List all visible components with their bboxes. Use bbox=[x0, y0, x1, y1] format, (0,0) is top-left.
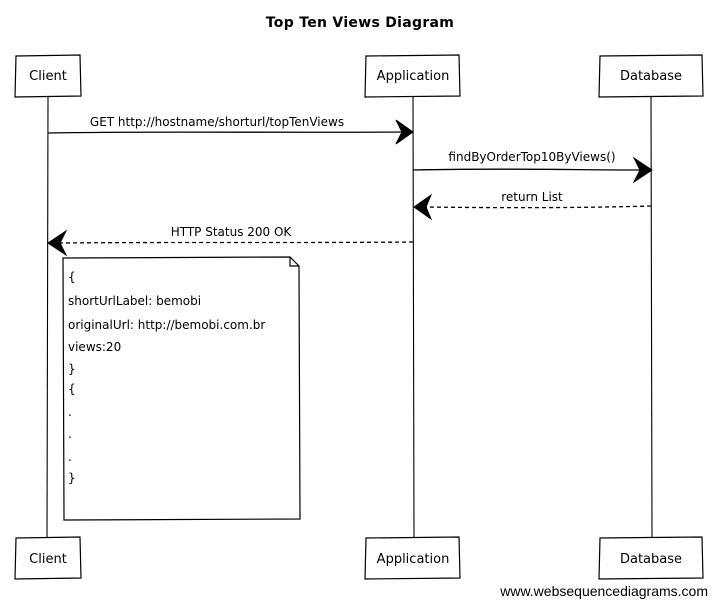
note-line: originalUrl: http://bemobi.com.br bbox=[68, 318, 265, 332]
note-line: } bbox=[68, 471, 76, 485]
client-lifeline bbox=[46, 95, 49, 539]
diagram-title: Top Ten Views Diagram bbox=[266, 15, 454, 31]
message-get-top-ten-views: GET http://hostname/shorturl/topTenViews bbox=[47, 115, 414, 145]
participant-client-top: Client bbox=[14, 54, 82, 98]
message-label: GET http://hostname/shorturl/topTenViews bbox=[90, 115, 344, 129]
note-line: . bbox=[68, 450, 72, 464]
message-label: findByOrderTop10ByViews() bbox=[448, 150, 615, 164]
participant-client-bottom: Client bbox=[14, 536, 82, 580]
note-line: views:20 bbox=[68, 340, 121, 354]
note-line: { bbox=[68, 382, 76, 396]
arrowhead-icon bbox=[632, 156, 653, 184]
arrowhead-icon bbox=[395, 119, 414, 145]
message-find-by-order-top10: findByOrderTop10ByViews() bbox=[412, 150, 653, 184]
participant-label: Database bbox=[620, 552, 682, 567]
application-lifeline bbox=[412, 95, 415, 539]
message-label: return List bbox=[501, 190, 563, 204]
response-note: { shortUrlLabel: bemobi originalUrl: htt… bbox=[62, 256, 301, 521]
participant-label: Client bbox=[29, 552, 67, 567]
database-lifeline bbox=[650, 95, 653, 539]
participant-label: Client bbox=[29, 69, 67, 84]
participant-label: Application bbox=[377, 552, 450, 567]
footer-watermark: www.websequencediagrams.com bbox=[499, 583, 708, 599]
participant-database-bottom: Database bbox=[598, 536, 704, 580]
participant-label: Database bbox=[620, 69, 682, 84]
message-label: HTTP Status 200 OK bbox=[171, 225, 293, 239]
message-return-list: return List bbox=[413, 190, 652, 221]
arrowhead-icon bbox=[413, 193, 433, 221]
participant-application-top: Application bbox=[364, 54, 461, 98]
participant-label: Application bbox=[377, 69, 450, 84]
note-line: . bbox=[68, 427, 72, 441]
note-line: shortUrlLabel: bemobi bbox=[68, 294, 201, 308]
message-http-status-200: HTTP Status 200 OK bbox=[47, 225, 414, 257]
note-line: . bbox=[68, 405, 72, 419]
participant-application-bottom: Application bbox=[364, 536, 461, 580]
note-line: } bbox=[68, 362, 76, 376]
note-line: { bbox=[68, 270, 76, 284]
participant-database-top: Database bbox=[598, 54, 704, 98]
arrowhead-icon bbox=[47, 229, 68, 257]
